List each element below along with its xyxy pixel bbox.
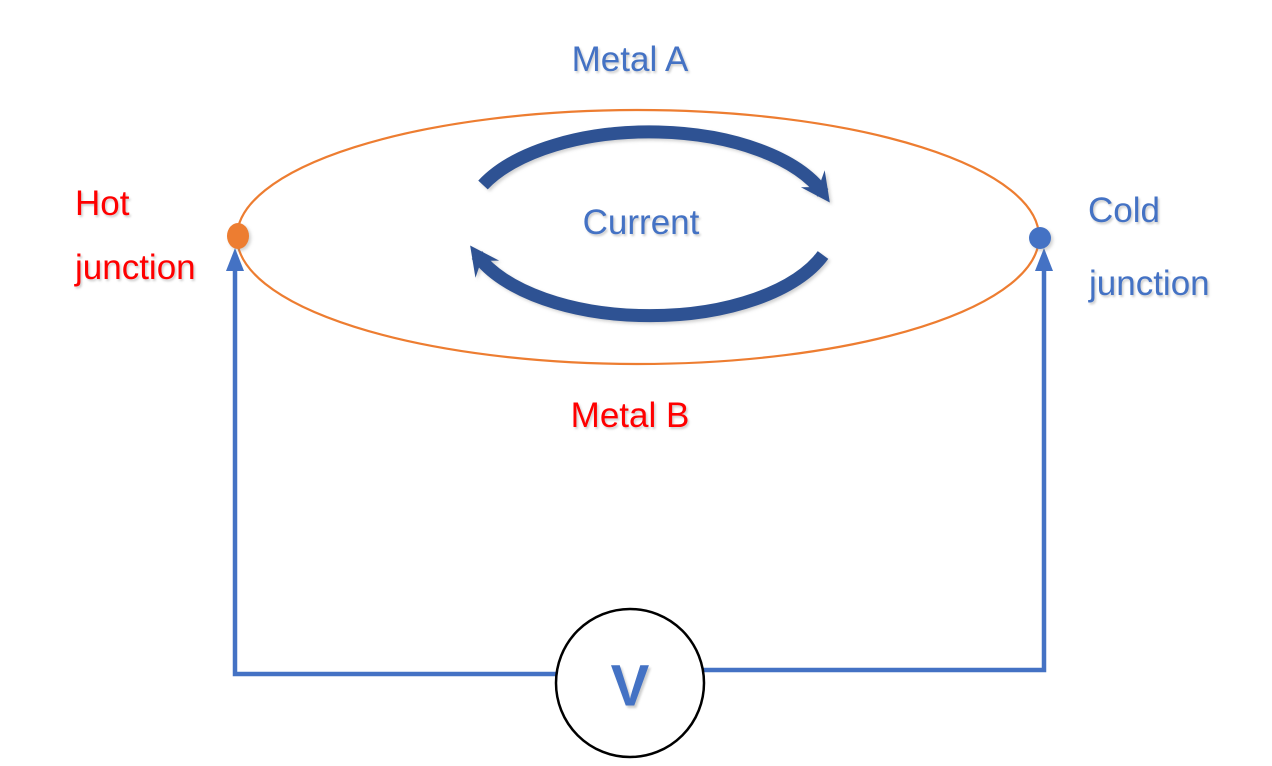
voltmeter-label: V <box>610 653 650 719</box>
cold-junction-dot <box>1029 227 1051 249</box>
hot-junction-label-line1: Hot <box>75 184 130 223</box>
metal-b-label: Metal B <box>570 396 690 435</box>
current-arrow-bottom <box>470 245 829 323</box>
right-wire-arrowhead-icon <box>1035 248 1053 271</box>
cold-junction-label-line1: Cold <box>1088 191 1160 230</box>
cold-junction-label-line2: junction <box>1089 264 1210 303</box>
hot-junction-dot <box>227 223 249 249</box>
left-wire-arrowhead-icon <box>226 248 244 271</box>
left-wire <box>232 262 557 677</box>
right-wire <box>703 262 1047 673</box>
voltmeter-circle <box>554 607 706 759</box>
current-flow-arrows <box>470 125 830 323</box>
metal-a-label: Metal A <box>571 40 689 79</box>
current-label: Current <box>582 203 700 242</box>
current-arrow-top <box>478 125 830 203</box>
hot-junction-label-line2: junction <box>75 248 196 287</box>
